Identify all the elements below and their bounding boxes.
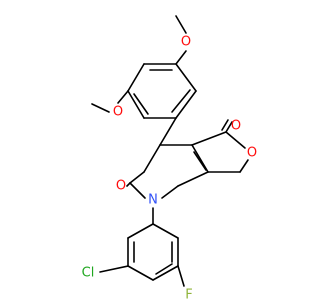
bond-c7a-link [177,171,209,187]
atom-labels: O O O O O N Cl F [82,35,257,300]
bond-ring1-b [175,63,197,92]
bond-c2-o-dbl-a [126,182,131,187]
bond-methoxy-top-o-c [175,50,187,65]
bond-c4a-c7a [191,144,209,173]
bond-ring2-f [152,265,179,281]
bond-methyl-bond-left [91,103,110,113]
bond-ring2-dbl-3 [155,263,173,275]
atom-chlorine: Cl [82,266,95,281]
bond-c-cl-bond [99,265,129,273]
atom-n-lactam: N [148,193,158,208]
atom-fluorine: F [185,288,192,300]
bond-ring2-b [152,223,179,239]
atom-o-lactone-carbonyl: O [231,119,241,134]
bond-ring1-dbl-2 [133,93,149,115]
bond-aryl-c4 [159,117,177,146]
bond-ring1-d [175,90,197,119]
bond-c4a-c7a-dbl [193,151,207,171]
bond-ring1-e [127,90,145,119]
bond-c2-n [129,182,146,199]
bond-ring2-a [127,223,154,239]
bond-c4a-c5 [191,131,227,146]
bond-c-f-bond [177,265,185,287]
bond-ring1-dbl-3 [171,89,191,113]
atom-o-methoxy-left: O [113,105,123,120]
bond-ring2-e [127,265,154,281]
atom-o-methoxy-top: O [181,35,191,50]
bond-c5-o [225,131,246,149]
bond-c5-carbonyl [225,121,233,133]
bond-n-c7a [161,185,179,199]
bond-c3-c2 [129,171,145,184]
bond-ring1-c [127,63,145,92]
atom-o-lactone-ring: O [247,146,257,161]
atom-o-lactam-carbonyl: O [116,179,126,194]
bond-methoxy-left-c-o [117,90,129,104]
bonds [91,15,249,287]
bond-c7-o [239,159,249,173]
bond-c5-carbonyl-dbl [221,119,229,131]
bond-methyl-bond-top [175,15,187,34]
bond-c4-c3 [143,144,161,173]
molecule-structure-diagram: O O O O O N Cl F [82,15,257,300]
